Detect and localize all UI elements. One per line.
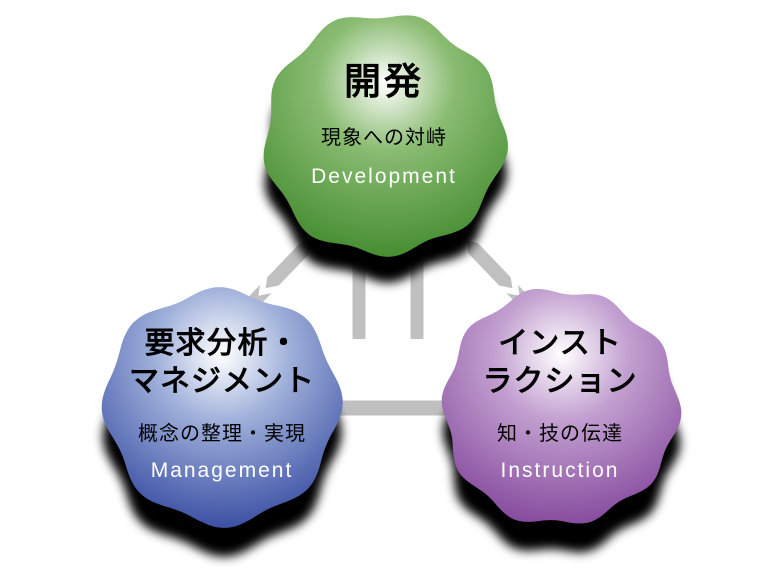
node-instruction-blob (441, 288, 682, 524)
node-management: 要求分析・ マネジメント 概念の整理・実現 Management (98, 281, 346, 557)
node-title-line1: インスト (498, 327, 622, 360)
blob-shape (441, 288, 682, 524)
node-title: インスト ラクション (483, 325, 638, 401)
node-title-line2: ラクション (482, 365, 638, 399)
node-label-en: Development (311, 164, 457, 188)
blob-shape (101, 287, 343, 528)
arrowhead-right-lower-icon (490, 265, 520, 296)
node-subtitle: 知・技の伝達 (497, 423, 623, 446)
node-label-en: Management (150, 459, 294, 483)
node-development-blob (263, 15, 508, 257)
node-title-line2: マネジメント (129, 365, 315, 399)
node-development: 開発 現象への対峙 Development (257, 8, 511, 283)
node-subtitle: 概念の整理・実現 (138, 423, 306, 446)
node-subtitle: 現象への対峙 (321, 126, 447, 149)
node-title-line1: 要求分析・ (144, 327, 300, 360)
node-title: 開発 (344, 61, 424, 102)
arrowhead-left-lower-icon (258, 265, 288, 296)
blob-shape (263, 15, 508, 257)
node-label-en: Instruction (500, 459, 620, 483)
node-management-blob (101, 287, 343, 528)
node-title: 要求分析・ マネジメント (129, 325, 315, 401)
node-instruction: インスト ラクション 知・技の伝達 Instruction (436, 281, 684, 553)
